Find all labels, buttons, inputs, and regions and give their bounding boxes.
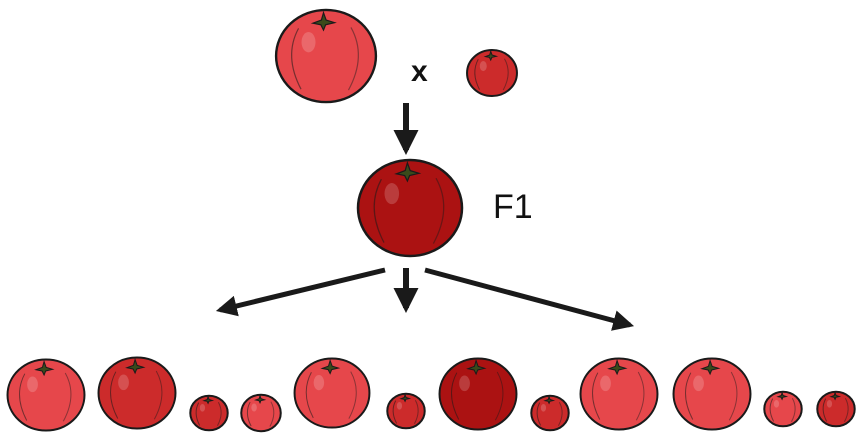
tomato-f2-4 [240,393,282,433]
tomato-f2-7 [438,357,518,431]
tomato-f2-9 [579,357,659,431]
tomato-parent-small [466,48,518,98]
arrow-to-f2-right [424,267,635,331]
tomato-f2-2 [97,356,177,430]
tomato-f2-5 [293,357,371,429]
arrow-to-f2-left [215,267,386,317]
f1-label: F1 [493,188,533,226]
tomato-f2-12 [816,390,856,428]
tomato-f2-3 [189,394,229,432]
tomato-f2-6 [386,392,426,430]
tomato-f2-8 [530,394,570,432]
tomato-f2-10 [672,357,752,431]
tomato-f1 [356,158,464,258]
tomato-f2-1 [6,358,86,432]
cross-symbol: x [411,55,428,88]
tomato-f2-11 [763,390,803,428]
tomato-parent-large [274,8,378,104]
